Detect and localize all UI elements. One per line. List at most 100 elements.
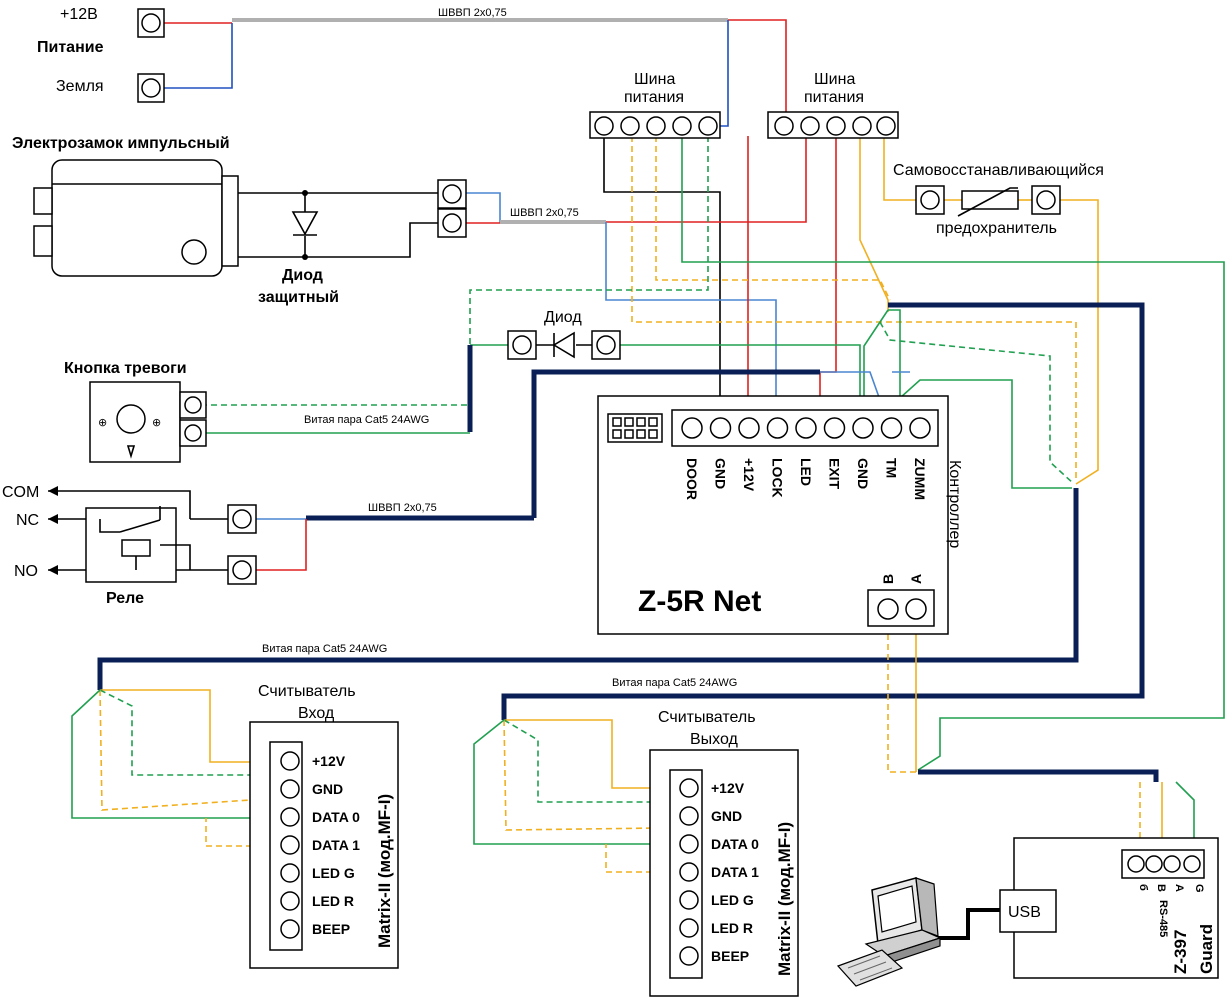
ground-label: Земля [56, 78, 104, 95]
fuse-line1: Самовосстанавливающийся [893, 162, 1104, 179]
fuse: Самовосстанавливающийся предохранитель [893, 162, 1104, 237]
guard-pin-1: B [1155, 884, 1167, 892]
controller-pin-4 [795, 417, 817, 439]
controller-pin-label-6: GND [855, 458, 871, 489]
reader_out-pin-label-1: GND [711, 808, 742, 824]
power-title: Питание [37, 39, 104, 56]
controller-pin-2 [738, 417, 760, 439]
plus12-label: +12В [60, 6, 98, 23]
guard-pin-2: A [1173, 884, 1185, 892]
reader_out-pin-3 [679, 862, 699, 882]
controller-pin-8 [909, 417, 931, 439]
reader_in-pin-label-6: BEEP [312, 921, 350, 937]
svg-text:⊕: ⊕ [152, 417, 161, 429]
cable-label-alarm: Витая пара Cat5 24AWG [304, 414, 429, 426]
terminal-alarm-bottom [179, 419, 207, 447]
reader_in-pin-label-5: LED R [312, 893, 354, 909]
reader-out-wires [473, 719, 683, 873]
controller-pin-0 [681, 417, 703, 439]
reader-out-line2: Выход [690, 731, 739, 748]
cat5-cables [97, 302, 1159, 782]
cable-label-top: ШВВП 2х0,75 [438, 7, 507, 19]
reader-out-line1: Считыватель [658, 709, 756, 726]
guard-name1: Z-397 [1171, 930, 1190, 974]
diode-protect-line1: Диод [282, 267, 323, 284]
terminal-plus12 [137, 8, 165, 38]
reader_out-pin-label-4: LED G [711, 892, 754, 908]
diode-alarm: Диод [507, 309, 621, 360]
reader_in-pin-6 [280, 919, 300, 939]
power-bus-left: Шина питания [589, 71, 721, 139]
reader_in-pin-2 [280, 807, 300, 827]
reader_in-pin-label-1: GND [312, 781, 343, 797]
terminal-lock-top [437, 179, 467, 209]
reader-out-model: Matrix-II (мод.MF-I) [775, 822, 794, 976]
controller-jumper-block [607, 413, 663, 443]
diode-protect-line2: защитный [258, 289, 339, 306]
reader_out-pin-5 [679, 918, 699, 938]
lock-device: Электрозамок импульсный ШВВП 2х0,75 [12, 135, 579, 277]
reader_out-pin-label-0: +12V [711, 780, 745, 796]
svg-text:⊕: ⊕ [98, 417, 107, 429]
bus-right-line2: питания [804, 89, 864, 106]
terminal-alarm-top [179, 391, 207, 419]
relay-nc: NC [16, 512, 39, 529]
reader-in-line1: Считыватель [258, 683, 356, 700]
relay-title: Реле [106, 590, 144, 607]
guard-rs485: RS-485 [1157, 900, 1169, 937]
relay-no: NO [14, 563, 38, 580]
diode-label: Диод [544, 309, 582, 326]
gnd-wires [603, 136, 721, 428]
alarm-title: Кнопка тревоги [64, 360, 187, 377]
reader_out-pin-label-5: LED R [711, 920, 753, 936]
reader_out-pin-6 [679, 946, 699, 966]
relay: COM NC NO Реле ШВВП 2х0,75 [2, 484, 437, 607]
controller-pin-label-3: LOCK [770, 458, 786, 498]
controller-pin-label-2: +12V [741, 458, 757, 492]
reader-in-model: Matrix-II (мод.MF-I) [375, 794, 394, 948]
reader_out-pin-2 [679, 834, 699, 854]
computer-icon [836, 877, 942, 987]
reader_in-pin-label-0: +12V [312, 753, 346, 769]
reader_in-pin-4 [280, 863, 300, 883]
cable-label-relay: ШВВП 2х0,75 [368, 502, 437, 514]
controller-side-label: Контроллер [946, 460, 963, 548]
bus-right-line1: Шина [814, 71, 855, 88]
controller-pin-1 [709, 417, 732, 439]
power-wires [164, 18, 787, 127]
reader_out-pin-label-2: DATA 0 [711, 836, 759, 852]
controller-pin-3 [766, 417, 789, 439]
reader_in-pin-0 [280, 751, 300, 771]
controller-pin-label-8: ZUMM [912, 458, 928, 500]
relay-wires [190, 518, 307, 571]
reader-in-wires [71, 689, 283, 847]
reader_out-pin-label-6: BEEP [711, 948, 749, 964]
controller-pin-label-7: TM [884, 458, 900, 478]
bus-left-line2: питания [624, 89, 684, 106]
reader_in-pin-label-4: LED G [312, 865, 355, 881]
guard-converter: б B A G RS-485 Z-397 Guard USB [936, 837, 1219, 979]
fuse-wires [631, 135, 1099, 485]
cable-label-lock: ШВВП 2х0,75 [510, 207, 579, 219]
reader_in-pin-1 [280, 779, 300, 799]
reader_out-pin-1 [679, 806, 699, 826]
power-input: +12В Питание Земля ШВВП 2х0,75 [37, 6, 507, 103]
bus-left-line1: Шина [634, 71, 675, 88]
reader-in-line2: Вход [298, 705, 335, 722]
reader_out-pin-0 [679, 778, 699, 798]
terminal-relay-bottom [227, 555, 257, 585]
controller-rs-b: B [880, 574, 896, 584]
reader_in-pin-5 [280, 891, 300, 911]
guard-pin-0: б [1137, 884, 1149, 891]
controller-pin-6 [852, 417, 874, 439]
lock-wires [238, 136, 837, 428]
cable-label-reader-out: Витая пара Cat5 24AWG [612, 677, 737, 689]
terminal-ground [137, 73, 165, 103]
reader_in-pin-3 [280, 835, 300, 855]
alarm-button: Кнопка тревоги ⊕ ⊕ Витая пара Cat5 24AWG [64, 360, 429, 463]
